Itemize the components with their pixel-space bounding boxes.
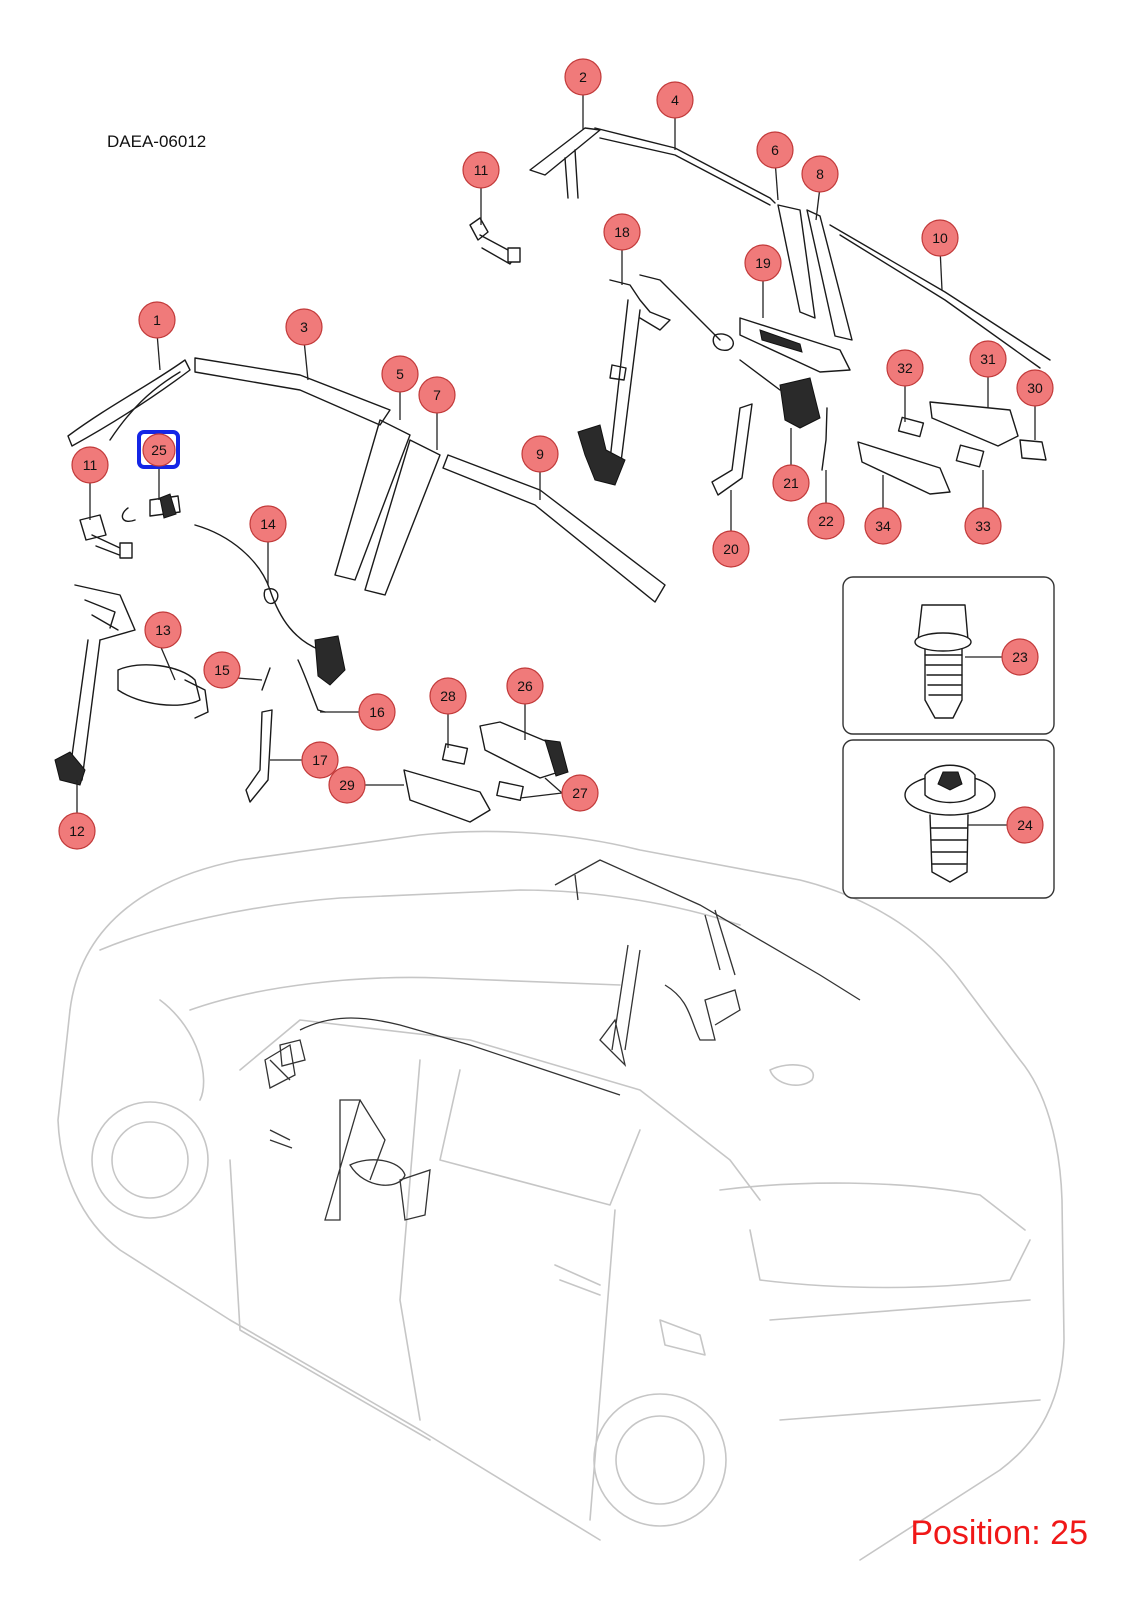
leader-lines — [76, 87, 1036, 826]
svg-text:10: 10 — [932, 230, 948, 246]
svg-text:27: 27 — [572, 785, 588, 801]
svg-text:19: 19 — [755, 255, 771, 271]
callout-9[interactable]: 9 — [521, 435, 559, 473]
fastener-inset-24 — [842, 739, 1055, 899]
svg-text:34: 34 — [875, 518, 891, 534]
vehicle-outline — [57, 830, 1065, 1561]
svg-text:11: 11 — [474, 162, 489, 178]
svg-text:13: 13 — [155, 622, 171, 638]
callout-24[interactable]: 24 — [1006, 806, 1044, 844]
callout-22[interactable]: 22 — [807, 502, 845, 540]
svg-text:8: 8 — [816, 166, 824, 182]
callout-25[interactable]: 25 — [142, 433, 176, 467]
svg-text:9: 9 — [536, 446, 544, 462]
callout-1[interactable]: 1 — [138, 301, 176, 339]
callout-18[interactable]: 18 — [603, 213, 641, 251]
fastener-inset-23 — [842, 576, 1055, 735]
svg-text:26: 26 — [517, 678, 533, 694]
callout-19[interactable]: 19 — [744, 244, 782, 282]
callout-26[interactable]: 26 — [506, 667, 544, 705]
svg-text:1: 1 — [153, 312, 161, 328]
callout-2[interactable]: 2 — [564, 58, 602, 96]
svg-text:31: 31 — [980, 351, 996, 367]
svg-text:15: 15 — [214, 662, 230, 678]
svg-text:3: 3 — [300, 319, 308, 335]
callout-4[interactable]: 4 — [656, 81, 694, 119]
svg-text:11: 11 — [83, 457, 98, 473]
svg-text:6: 6 — [771, 142, 779, 158]
callout-32[interactable]: 32 — [886, 349, 924, 387]
svg-text:18: 18 — [614, 224, 630, 240]
svg-text:17: 17 — [312, 752, 328, 768]
svg-text:23: 23 — [1012, 649, 1028, 665]
callout-31[interactable]: 31 — [969, 340, 1007, 378]
svg-text:24: 24 — [1017, 817, 1033, 833]
callout-7[interactable]: 7 — [418, 376, 456, 414]
callout-11-top[interactable]: 11 — [462, 151, 500, 189]
callout-30[interactable]: 30 — [1016, 369, 1054, 407]
svg-text:33: 33 — [975, 518, 991, 534]
svg-text:16: 16 — [369, 704, 385, 720]
svg-text:20: 20 — [723, 541, 739, 557]
svg-text:4: 4 — [671, 92, 679, 108]
position-readout: Position: 25 — [910, 1514, 1088, 1552]
svg-text:14: 14 — [260, 516, 276, 532]
callout-28[interactable]: 28 — [429, 677, 467, 715]
svg-text:12: 12 — [69, 823, 85, 839]
svg-text:7: 7 — [433, 387, 441, 403]
callout-10[interactable]: 10 — [921, 219, 959, 257]
svg-text:21: 21 — [783, 475, 799, 491]
svg-text:5: 5 — [396, 366, 404, 382]
diagram-reference-code: DAEA-06012 — [107, 132, 207, 151]
callout-27[interactable]: 27 — [561, 774, 599, 812]
callout-5[interactable]: 5 — [381, 355, 419, 393]
callout-12[interactable]: 12 — [58, 812, 96, 850]
callout-13[interactable]: 13 — [144, 611, 182, 649]
callout-17[interactable]: 17 — [301, 741, 339, 779]
callout-8[interactable]: 8 — [801, 155, 839, 193]
callout-20[interactable]: 20 — [712, 530, 750, 568]
callout-34[interactable]: 34 — [864, 507, 902, 545]
svg-text:22: 22 — [818, 513, 834, 529]
callout-14[interactable]: 14 — [249, 505, 287, 543]
callout-21[interactable]: 21 — [772, 464, 810, 502]
selected-callout-highlight — [137, 430, 180, 469]
callout-3[interactable]: 3 — [285, 308, 323, 346]
callout-15[interactable]: 15 — [203, 651, 241, 689]
svg-text:28: 28 — [440, 688, 456, 704]
svg-text:2: 2 — [579, 69, 587, 85]
callouts: 2 4 6 8 10 11 18 19 31 30 32 1 3 5 7 9 1… — [58, 58, 1054, 850]
callout-33[interactable]: 33 — [964, 507, 1002, 545]
callout-23[interactable]: 23 — [1001, 638, 1039, 676]
callout-16[interactable]: 16 — [358, 693, 396, 731]
svg-text:30: 30 — [1027, 380, 1043, 396]
parts-line-art — [54, 127, 1051, 823]
callout-11-left[interactable]: 11 — [71, 446, 109, 484]
svg-text:25: 25 — [151, 442, 167, 458]
callout-29[interactable]: 29 — [328, 766, 366, 804]
callout-6[interactable]: 6 — [756, 131, 794, 169]
svg-text:32: 32 — [897, 360, 913, 376]
svg-text:29: 29 — [339, 777, 355, 793]
